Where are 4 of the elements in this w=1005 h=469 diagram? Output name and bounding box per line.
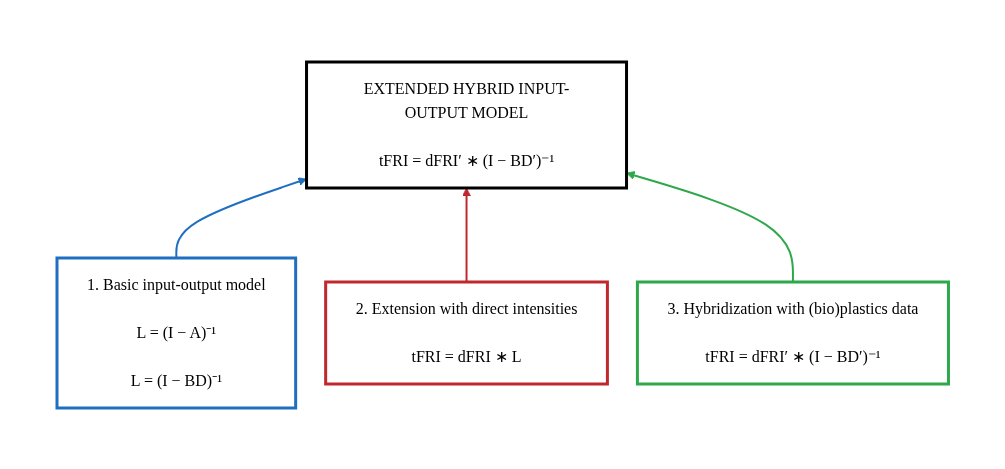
node-box: 1. Basic input-output model L = (I − A)⁻¹ L = (I − BD)⁻¹	[55, 256, 297, 409]
node-box: 3. Hybridization with (bio)plastics data tFRI = dFRI′ ∗ (I − BD′)⁻¹	[635, 280, 950, 385]
node-box: EXTENDED HYBRID INPUT-OUTPUT MODEL tFRI = dFRI′ ∗ (I − BD′)⁻¹	[304, 60, 628, 189]
node-box: 2. Extension with direct intensities tFRI = dFRI ∗ L	[323, 280, 609, 385]
